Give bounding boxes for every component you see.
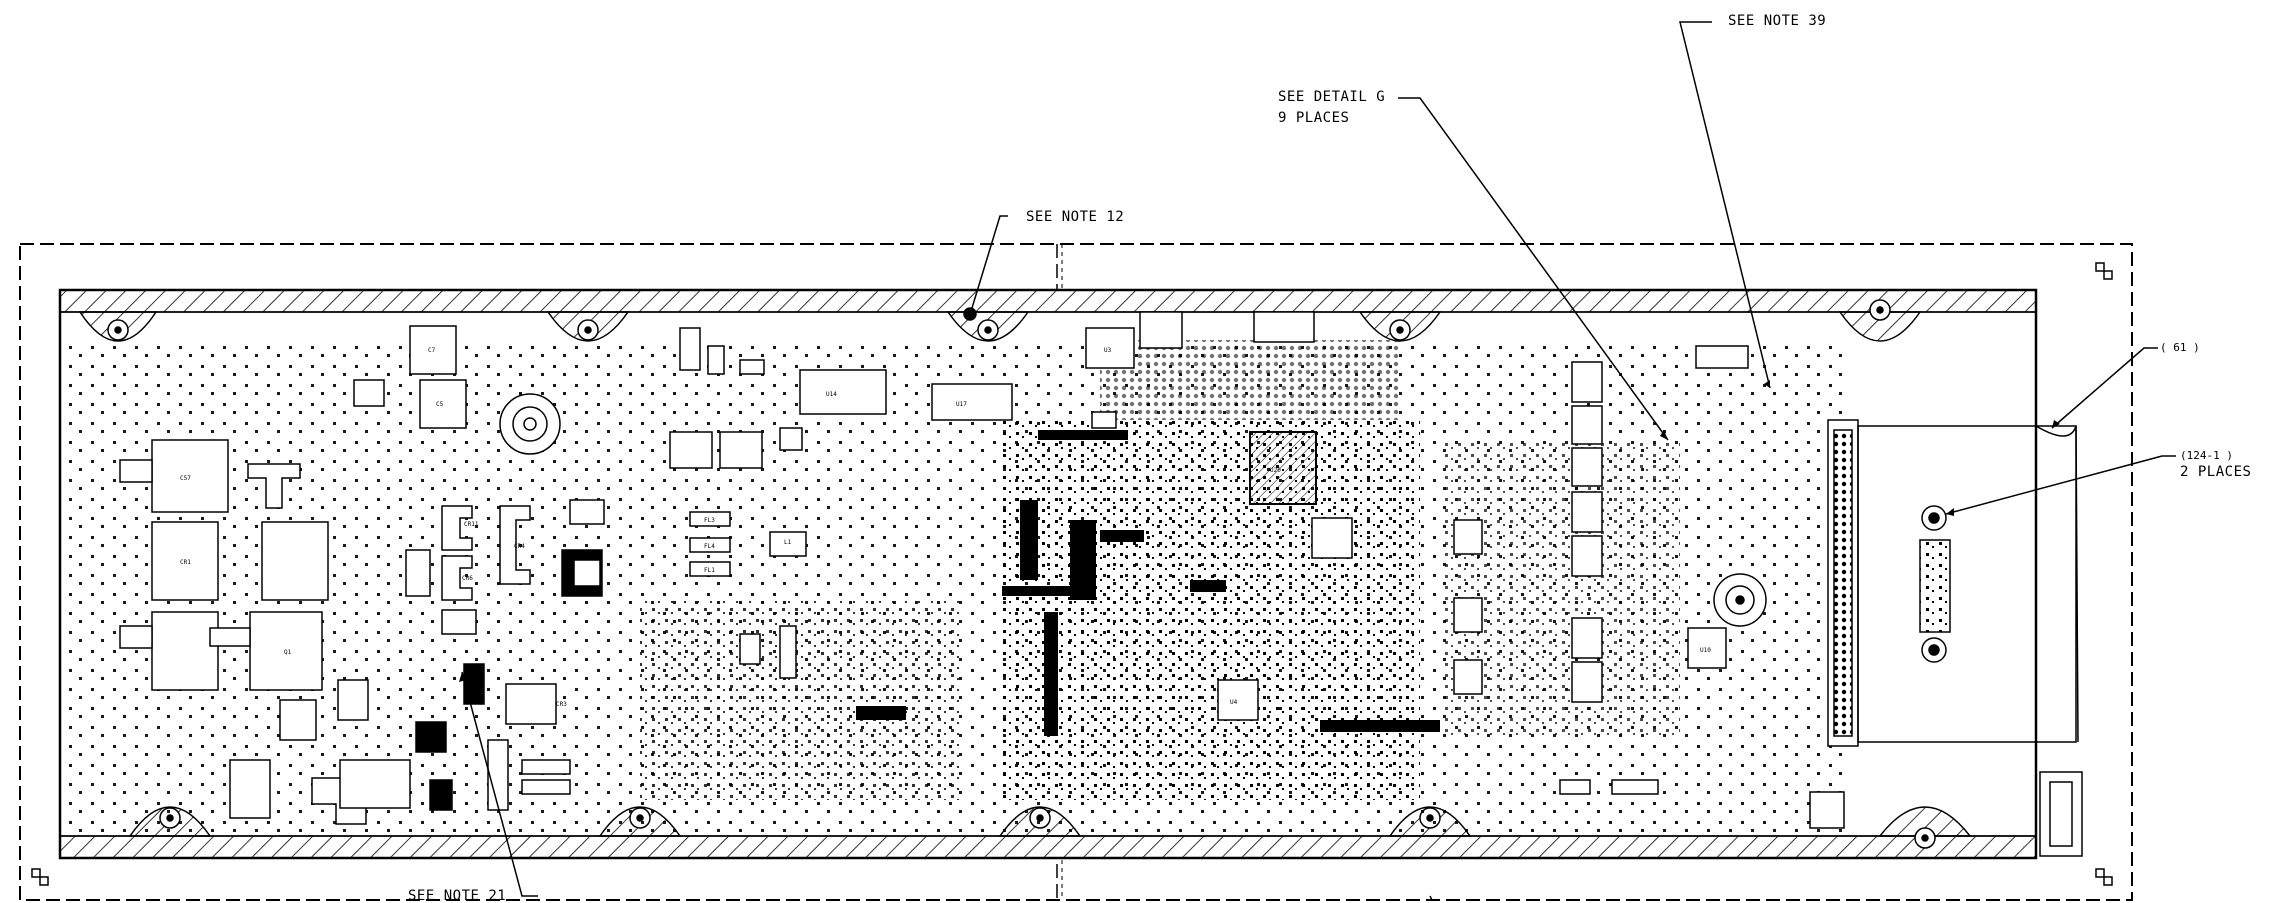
label-q1: Q1 bbox=[284, 649, 292, 656]
components bbox=[119, 311, 1845, 829]
label-u10: U10 bbox=[1700, 647, 1711, 654]
label-l1: L1 bbox=[784, 539, 792, 546]
label-cr4: CR4 bbox=[514, 543, 525, 550]
connector-headers bbox=[856, 430, 1440, 736]
label-cr1: CR1 bbox=[180, 559, 191, 566]
leader-arrowheads bbox=[459, 380, 2060, 682]
label-u17: U17 bbox=[956, 401, 967, 408]
label-cr11: CR11 bbox=[464, 521, 479, 528]
edge-connector bbox=[1827, 419, 2083, 857]
callout-ref-61: ( 61 ) bbox=[2160, 341, 2200, 354]
label-c57: C57 bbox=[180, 475, 191, 482]
label-u3: U3 bbox=[1104, 347, 1112, 354]
label-u14: U14 bbox=[826, 391, 837, 398]
label-c5: C5 bbox=[436, 401, 444, 408]
label-fl1: FL1 bbox=[704, 567, 715, 574]
callout-ref-124-places: 2 PLACES bbox=[2180, 464, 2251, 480]
label-cr6: CR6 bbox=[462, 575, 473, 582]
label-fl4: FL4 bbox=[704, 543, 715, 550]
callout-detail-g-places: 9 PLACES bbox=[1278, 110, 1349, 126]
component-labels: C7 C5 CR11 CR6 CR4 U3 U14 U17 U20 L1 FL3… bbox=[180, 347, 1711, 708]
component-field bbox=[64, 340, 1844, 832]
callout-detail-g: SEE DETAIL G bbox=[1278, 89, 1385, 105]
label-cr3: CR3 bbox=[556, 701, 567, 708]
label-u4: U4 bbox=[1230, 699, 1238, 706]
label-u20: U20 bbox=[1270, 467, 1281, 474]
label-c7: C7 bbox=[428, 347, 436, 354]
corner-marks bbox=[31, 262, 2113, 886]
leader-lines bbox=[461, 21, 2176, 901]
callout-note-21: SEE NOTE 21 bbox=[408, 888, 506, 903]
callout-note-39: SEE NOTE 39 bbox=[1728, 13, 1826, 29]
callout-note-12: SEE NOTE 12 bbox=[1026, 209, 1124, 225]
callouts: SEE NOTE 12 SEE DETAIL G 9 PLACES SEE NO… bbox=[408, 13, 2251, 903]
callout-ref-124: (124-1 ) bbox=[2180, 449, 2233, 462]
label-fl3: FL3 bbox=[704, 517, 715, 524]
